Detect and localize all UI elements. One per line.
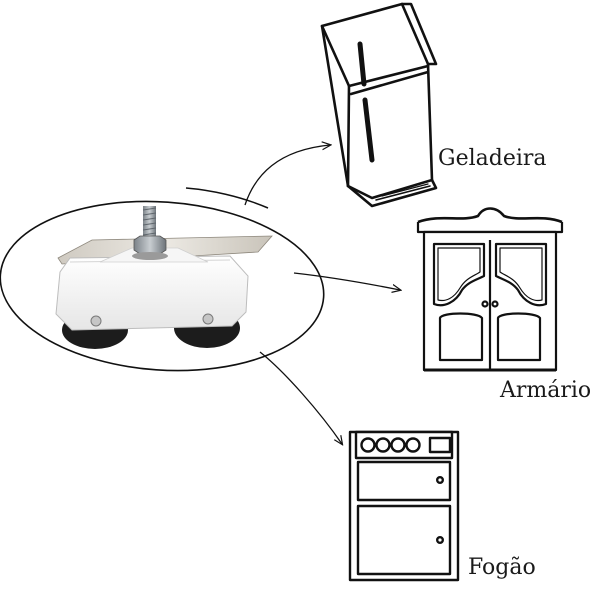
label-fridge: Geladeira [438, 146, 547, 171]
arrow-to-stove [259, 351, 342, 444]
caster-nut [133, 235, 167, 255]
arrow-to-wardrobe [293, 272, 400, 290]
label-wardrobe: Armário [500, 378, 592, 403]
caster-dolly-icon [55, 206, 273, 349]
label-stove: Fogão [468, 555, 536, 580]
caster-rivet-left [90, 315, 102, 327]
refrigerator-icon [320, 2, 438, 208]
caster-outline-ellipse [0, 200, 325, 372]
stove-icon [348, 430, 460, 582]
arrow-to-fridge [244, 145, 330, 206]
caster-body [55, 255, 249, 331]
caster-rivet-right [202, 313, 214, 325]
ellipse-overlap-stroke [185, 187, 269, 209]
wardrobe-icon [416, 207, 564, 372]
